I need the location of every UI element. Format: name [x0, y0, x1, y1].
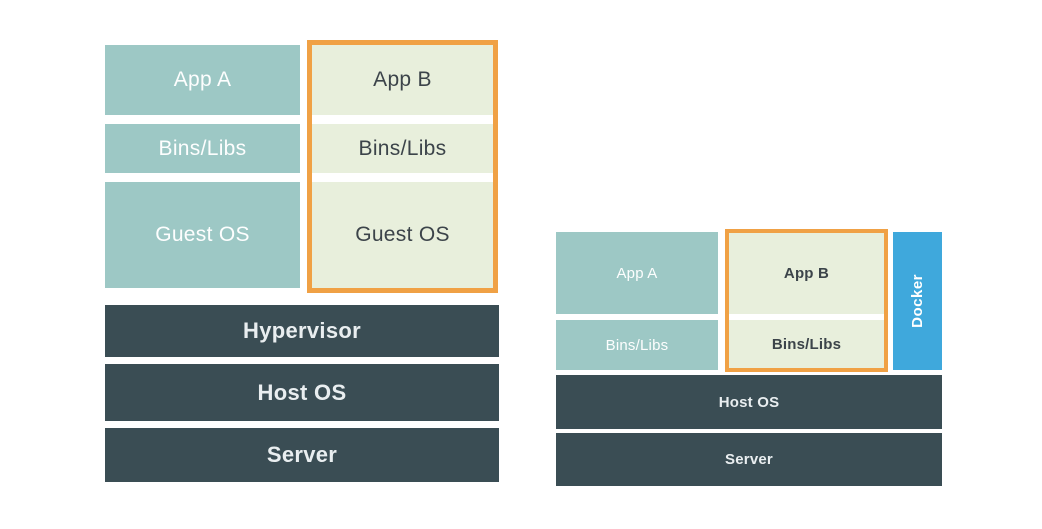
vm-a-bins-libs-block: Bins/Libs: [105, 124, 300, 173]
vm-b-guest-os-block: Guest OS: [312, 182, 493, 288]
container-b-bins-libs-block: Bins/Libs: [729, 320, 884, 368]
container-a-app-block: App A: [556, 232, 718, 314]
docker-engine-bar: Docker: [893, 232, 942, 370]
vm-b-highlight-container: App B Bins/Libs Guest OS: [307, 40, 498, 293]
docker-server-layer: Server: [556, 433, 942, 486]
vm-a-guest-os-block: Guest OS: [105, 182, 300, 288]
container-a-bins-libs-block: Bins/Libs: [556, 320, 718, 370]
vm-server-layer: Server: [105, 428, 499, 482]
container-b-highlight-container: App B Bins/Libs: [725, 229, 888, 372]
docker-host-os-layer: Host OS: [556, 375, 942, 429]
docker-engine-label: Docker: [909, 274, 926, 328]
vm-b-app-block: App B: [312, 45, 493, 115]
vm-host-os-layer: Host OS: [105, 364, 499, 421]
vm-b-bins-libs-block: Bins/Libs: [312, 124, 493, 173]
hypervisor-layer: Hypervisor: [105, 305, 499, 357]
container-b-app-block: App B: [729, 233, 884, 314]
vm-a-app-block: App A: [105, 45, 300, 115]
